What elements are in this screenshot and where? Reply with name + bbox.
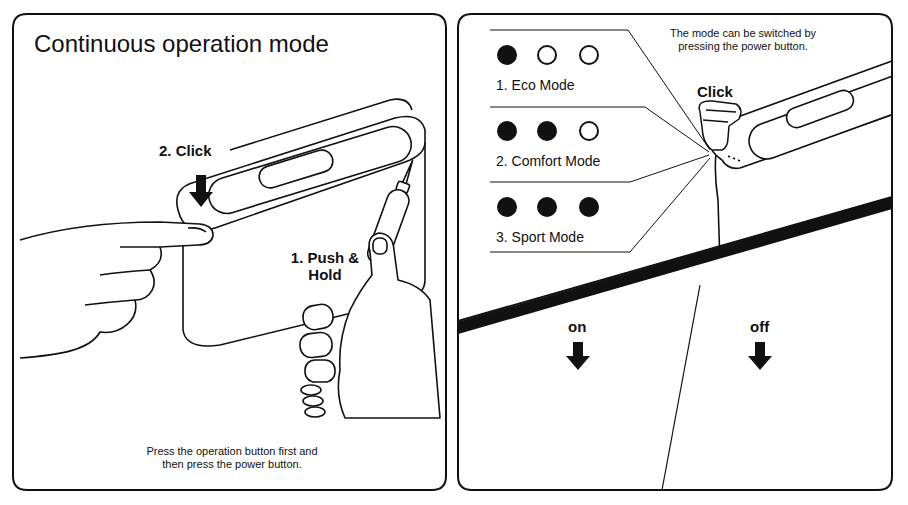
instruction-note: Press the operation button first and the… bbox=[137, 445, 327, 470]
mode-indicator-dots bbox=[498, 46, 598, 216]
mode-indicator-dots bbox=[498, 122, 516, 140]
pointing-hand bbox=[20, 222, 213, 358]
pen-device-on bbox=[492, 297, 684, 475]
click-marks bbox=[728, 156, 740, 161]
clicking-hand bbox=[706, 110, 736, 112]
hand-with-pen bbox=[301, 385, 321, 395]
down-arrow bbox=[196, 175, 206, 193]
clicking-hand bbox=[699, 101, 741, 150]
charging-case bbox=[710, 58, 908, 330]
pen-device-off bbox=[790, 342, 836, 384]
panel-outline bbox=[458, 208, 892, 490]
mode-indicator-dots bbox=[538, 122, 556, 140]
click-marks bbox=[733, 158, 735, 159]
pen-device-off bbox=[746, 365, 776, 395]
down-arrow bbox=[748, 342, 772, 370]
down-arrow bbox=[189, 192, 213, 207]
hand-with-pen bbox=[299, 157, 440, 418]
pointing-hand bbox=[20, 222, 213, 358]
pointing-hand bbox=[188, 228, 206, 232]
leader-line bbox=[490, 30, 710, 252]
pen-device-on bbox=[525, 297, 683, 445]
pen-device-on bbox=[518, 423, 545, 450]
mode-indicator-dots bbox=[538, 46, 556, 64]
panel-outline bbox=[12, 13, 447, 491]
clicking-hand bbox=[703, 120, 728, 122]
pen-device-on bbox=[557, 405, 584, 430]
mode-label: 1. Eco Mode bbox=[496, 77, 575, 93]
panel-title: Continuous operation mode bbox=[34, 30, 329, 58]
pen-device-on bbox=[566, 365, 596, 395]
charging-case bbox=[204, 122, 415, 218]
mode-indicator-dots bbox=[580, 122, 598, 140]
divider-band bbox=[457, 197, 893, 333]
leader-line bbox=[490, 30, 710, 150]
pen-device-on bbox=[502, 440, 527, 464]
hand-with-pen bbox=[303, 396, 323, 406]
charging-case bbox=[256, 147, 335, 190]
pen-device-off bbox=[698, 423, 725, 450]
hand-with-pen bbox=[373, 238, 387, 254]
pointing-hand bbox=[100, 270, 150, 275]
clicking-hand bbox=[699, 101, 741, 150]
down-arrow bbox=[755, 342, 765, 358]
charging-case bbox=[744, 70, 908, 164]
pointing-hand bbox=[120, 246, 160, 248]
pen-device-off bbox=[672, 297, 864, 475]
panel: Continuous operation mode 2. Click 1. Push… bbox=[12, 13, 447, 491]
mode-indicator-dots bbox=[538, 198, 556, 216]
state-label: on bbox=[568, 318, 586, 335]
mode-label: 3. Sport Mode bbox=[496, 229, 584, 245]
hand-with-pen bbox=[299, 331, 333, 358]
charging-case bbox=[715, 152, 722, 330]
panel-outline bbox=[13, 14, 446, 490]
click-marks bbox=[738, 160, 740, 161]
pen-device-off bbox=[705, 297, 863, 445]
mode-indicator-dots bbox=[498, 198, 516, 216]
mode-indicator-dots bbox=[580, 46, 598, 64]
action-label: Click bbox=[697, 83, 733, 100]
pen-device-off bbox=[682, 440, 707, 464]
hand-with-pen bbox=[305, 407, 325, 417]
click-marks bbox=[728, 156, 730, 157]
leader-line bbox=[490, 107, 709, 152]
down-arrow bbox=[566, 342, 590, 370]
instruction-note: The mode can be switched by pressing the… bbox=[657, 27, 829, 52]
panel-outline bbox=[458, 14, 892, 321]
step-label: 1. Push & Hold bbox=[284, 249, 366, 284]
panel: The mode can be switched by pressing the… bbox=[457, 13, 893, 322]
down-arrow bbox=[189, 175, 213, 207]
leader-line bbox=[490, 158, 710, 252]
hand-with-pen bbox=[301, 303, 335, 332]
charging-case bbox=[784, 88, 857, 131]
down-arrow bbox=[748, 356, 772, 370]
down-arrow bbox=[573, 342, 583, 358]
pen-device-off bbox=[737, 405, 764, 430]
hand-with-pen bbox=[305, 360, 335, 382]
mode-indicator-dots bbox=[498, 46, 516, 64]
pen-device-on bbox=[610, 342, 656, 384]
state-label: off bbox=[750, 318, 769, 335]
step-label: 2. Click bbox=[159, 142, 212, 159]
divider-line bbox=[662, 285, 700, 490]
down-arrow bbox=[566, 356, 590, 370]
mode-label: 2. Comfort Mode bbox=[496, 153, 600, 169]
pointing-hand bbox=[85, 300, 135, 305]
mode-indicator-dots bbox=[580, 198, 598, 216]
